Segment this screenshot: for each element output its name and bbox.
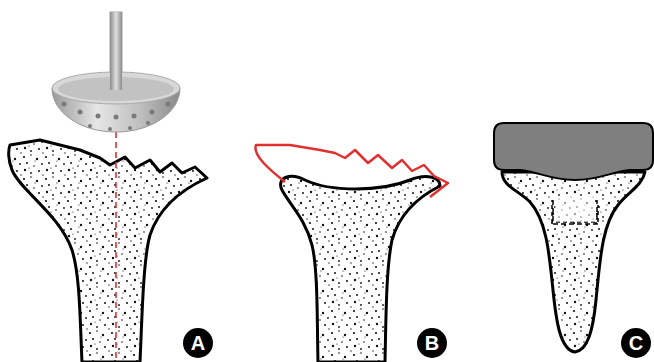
callout-letter: B [417,328,447,358]
callout-letter: A [183,328,213,358]
callout-letter: C [621,328,651,358]
